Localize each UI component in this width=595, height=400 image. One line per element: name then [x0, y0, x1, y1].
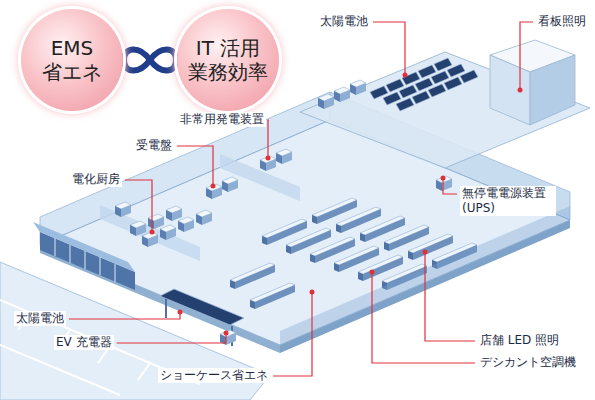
- leader-dot: [178, 310, 183, 315]
- leader-line: [372, 272, 475, 363]
- leader-dot: [518, 88, 523, 93]
- leader-line: [177, 146, 213, 186]
- leader-dot: [310, 290, 315, 295]
- callout-label: 無停電電源装置 (UPS): [460, 186, 556, 216]
- leader-line: [69, 312, 180, 319]
- infinity-symbol: [124, 50, 176, 71]
- leader-dot: [224, 331, 229, 336]
- callout-label: デシカント空調機: [478, 355, 578, 370]
- leader-line: [443, 178, 457, 194]
- callout-label: 受電盤: [134, 138, 174, 153]
- leader-line: [268, 120, 269, 158]
- leader-dot: [266, 156, 271, 161]
- pink-circle: EMS 省エネ: [21, 9, 123, 111]
- callout-label: 非常用発電装置: [178, 112, 266, 127]
- leader-dot: [150, 230, 155, 235]
- leader-line: [373, 22, 405, 75]
- circle-text: EMS 省エネ: [29, 36, 115, 84]
- callout-label: 看板照明: [536, 14, 588, 29]
- leader-line: [520, 22, 533, 90]
- callout-label: EV 充電器: [54, 335, 114, 350]
- leader-dot: [211, 184, 216, 189]
- leader-dot: [403, 73, 408, 78]
- leader-line: [117, 333, 226, 343]
- leader-line: [273, 292, 312, 376]
- callout-label: 太陽電池: [318, 14, 370, 29]
- callout-label: ショーケース省エネ: [158, 368, 270, 383]
- callout-label: 太陽電池: [14, 311, 66, 326]
- callout-label: 店舗 LED 照明: [478, 333, 561, 348]
- leader-dot: [441, 176, 446, 181]
- leader-dot: [370, 270, 375, 275]
- circle-text: IT 活用 業務効率: [185, 36, 271, 84]
- leader-line: [125, 180, 152, 232]
- leader-line: [425, 252, 475, 341]
- leader-dot: [423, 250, 428, 255]
- pink-circle: IT 活用 業務効率: [177, 9, 279, 111]
- callout-label: 電化厨房: [70, 172, 122, 187]
